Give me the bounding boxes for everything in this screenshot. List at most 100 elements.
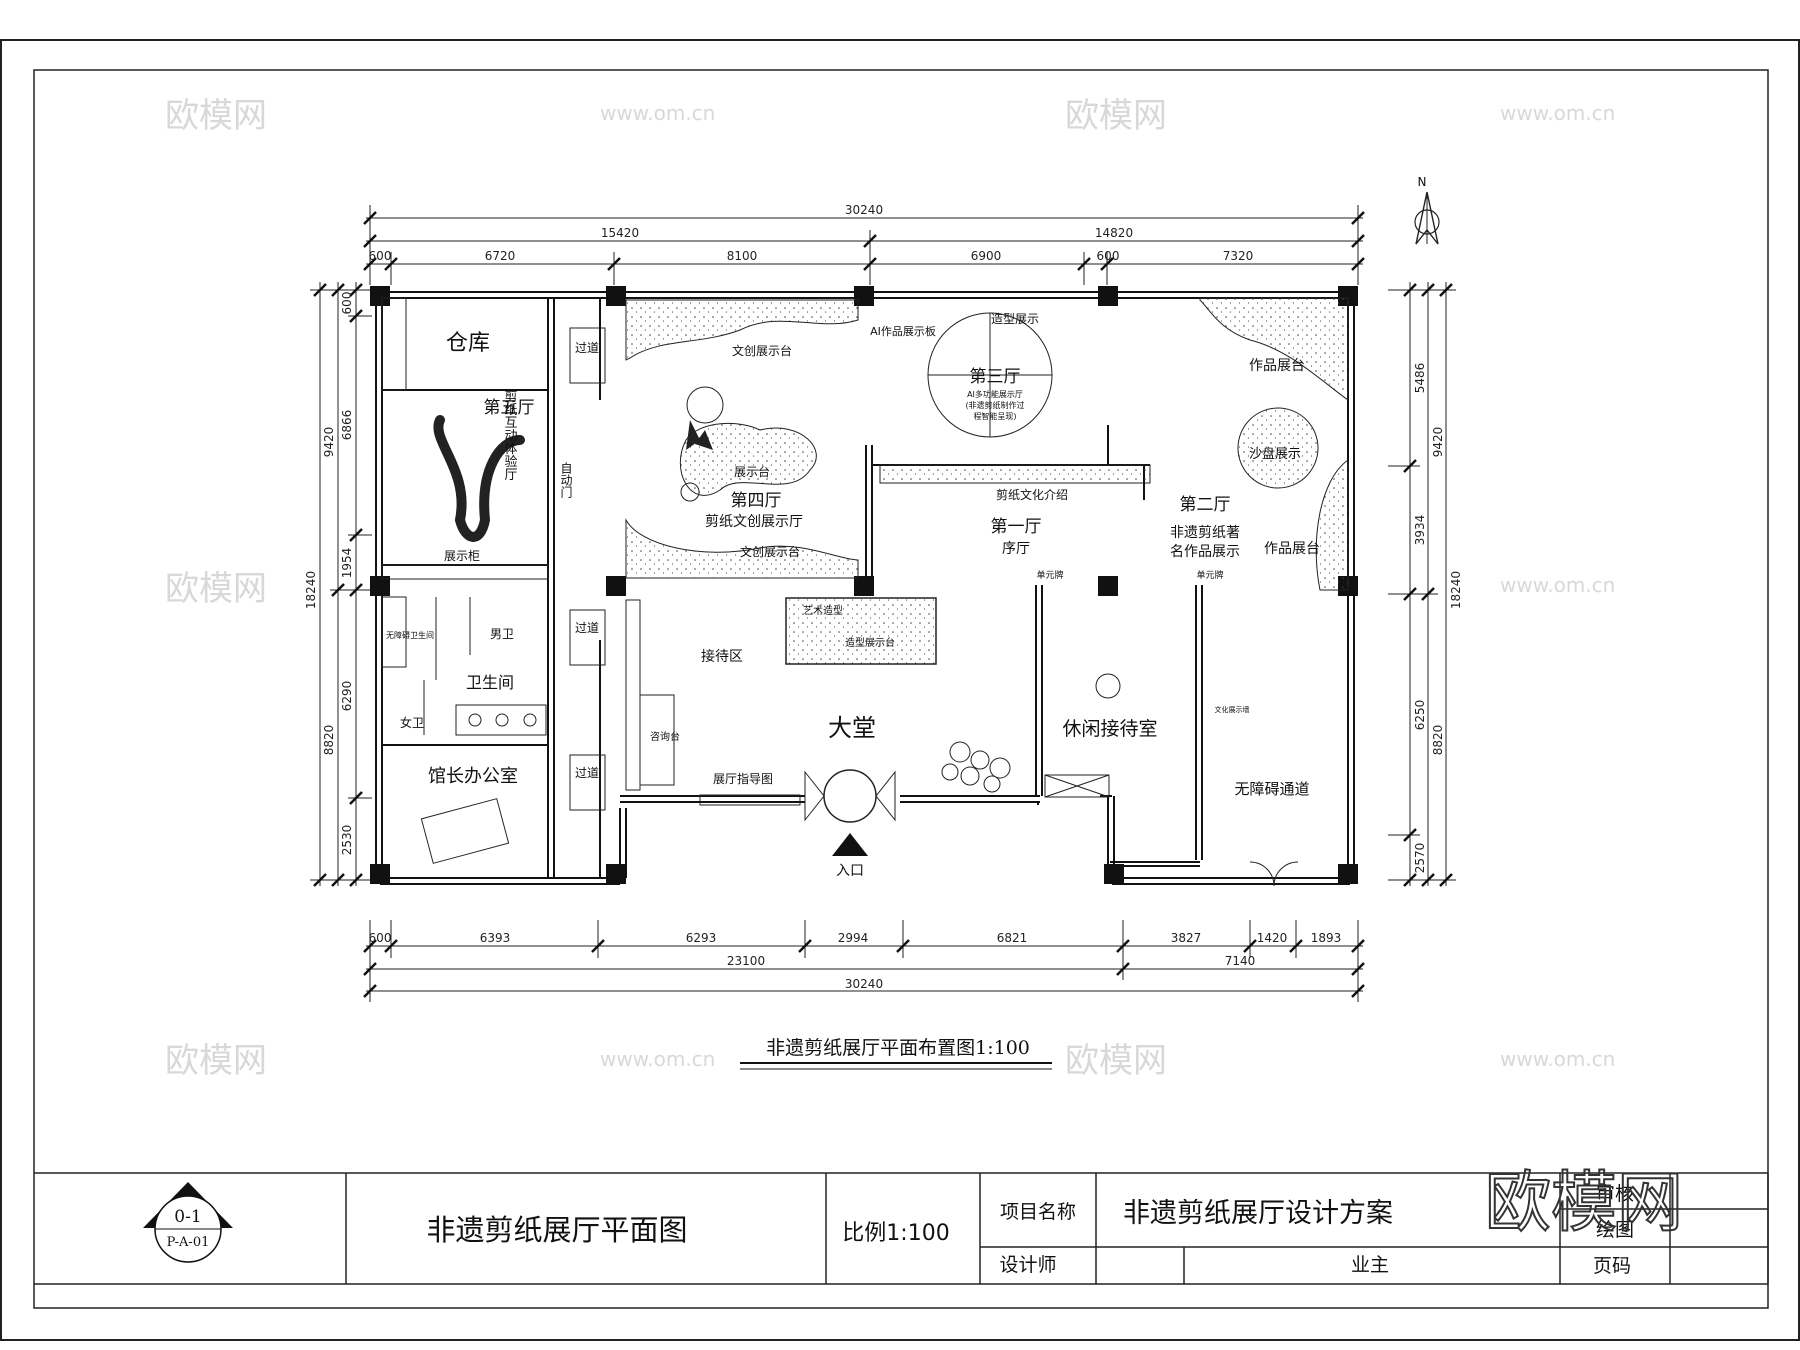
label-passage-3: 过道 <box>575 766 599 780</box>
label-sand-table: 沙盘展示 <box>1249 446 1301 462</box>
watermark-text: 欧模网 <box>1065 96 1167 136</box>
dim-left-detail: 2530 <box>340 825 354 856</box>
sand-table-circle <box>1237 407 1319 489</box>
label-unit-sign-1: 单元牌 <box>1036 569 1063 581</box>
label-works-stand-bottom: 作品展台 <box>1264 541 1320 557</box>
works-stand-bottom-shape <box>1315 459 1349 591</box>
symbol-bottom-text: P-A-01 <box>167 1235 210 1250</box>
label-accessible-wc: 无障碍卫生间 <box>386 630 434 640</box>
label-ai-board: AI作品展示板 <box>870 324 936 338</box>
label-display-stand: 展示台 <box>734 464 770 479</box>
art-stand-shape <box>785 597 937 665</box>
room-labels: 仓库 第五厅 展示柜 过道 过道 过道 第四厅 剪纸文创展示厅 文创展示台 文创… <box>386 312 1320 879</box>
display-cabinet-shape <box>381 564 549 580</box>
watermark-layer: 欧模网 www.om.cn 欧模网 www.om.cn 欧模网 www.om.c… <box>165 96 1615 1081</box>
label-works-stand-top: 作品展台 <box>1249 358 1305 374</box>
dim-bottom-detail: 6821 <box>997 931 1028 945</box>
consult-desk-shape <box>625 599 641 791</box>
title-block-grid <box>34 1172 1769 1285</box>
dimension-lines <box>310 205 1456 1002</box>
label-hall3: 第三厅 <box>970 367 1021 387</box>
title-drafter-label: 绘图 <box>1596 1219 1634 1241</box>
label-lobby: 大堂 <box>828 714 876 742</box>
title-scale: 比例1:100 <box>842 1221 949 1246</box>
label-guide-map: 展厅指导图 <box>713 771 773 786</box>
label-restroom: 卫生间 <box>466 673 514 692</box>
label-art-stand-1: 艺术造型 <box>803 604 843 617</box>
watermark-text: 欧模网 <box>1065 1041 1167 1081</box>
passage-box-3 <box>569 754 606 811</box>
dim-top-mid: 15420 <box>601 226 639 240</box>
dim-left-outer: 9420 <box>322 427 336 458</box>
label-passage-1: 过道 <box>575 341 599 355</box>
dim-left-total: 18240 <box>304 571 318 609</box>
dim-right-mid: 8820 <box>1431 725 1445 756</box>
symbol-top-text: 0-1 <box>174 1207 201 1227</box>
label-male-wc: 男卫 <box>490 627 514 641</box>
guide-map-board <box>699 794 801 806</box>
label-hall5-desc: 剪纸互动体验厅 <box>502 389 518 481</box>
papercut-intro-strip <box>879 464 1151 484</box>
dim-bottom-detail: 6393 <box>480 931 511 945</box>
watermark-url: www.om.cn <box>1500 1047 1615 1071</box>
label-creative-stand-top: 文创展示台 <box>732 343 792 358</box>
entrance-marker <box>832 833 868 856</box>
display-island-shape <box>679 422 817 496</box>
dim-left-detail: 6866 <box>340 410 354 441</box>
label-art-stand-2: 造型展示台 <box>845 636 895 649</box>
label-accessible-path: 无障碍通道 <box>1234 780 1309 798</box>
dim-right-mid: 9420 <box>1431 427 1445 458</box>
label-hall4: 第四厅 <box>731 491 782 511</box>
label-display-cabinet: 展示柜 <box>444 549 480 563</box>
label-hall3-desc-1: AI多功能展示厅 <box>967 389 1023 399</box>
drawing-symbol: 0-1 P-A-01 <box>143 1182 233 1263</box>
label-hall5: 第五厅 <box>484 398 535 418</box>
dim-right-detail: 6250 <box>1413 700 1427 731</box>
lounge-table <box>1095 673 1121 699</box>
dim-left-outer: 8820 <box>322 725 336 756</box>
dim-top-detail: 8100 <box>727 249 758 263</box>
label-reception-area: 接待区 <box>701 648 743 665</box>
watermark-url: www.om.cn <box>1500 573 1615 597</box>
dim-bottom-total: 30240 <box>845 977 883 991</box>
watermark-url: www.om.cn <box>1500 101 1615 125</box>
interactive-table-shape <box>433 415 525 542</box>
dimension-texts: 30240 15420 14820 600 6720 8100 6900 600… <box>304 203 1463 991</box>
label-hall2: 第二厅 <box>1180 495 1231 515</box>
outer-sheet-border <box>0 39 1800 1341</box>
label-hall3-desc-2: (非遗剪纸制作过 <box>965 400 1024 410</box>
vertical-labels: 剪纸互动体验厅 自动门 <box>502 389 574 498</box>
dim-bottom-detail: 2994 <box>838 931 869 945</box>
dim-bottom-detail: 1893 <box>1311 931 1342 945</box>
watermark-logo: 欧模网 <box>1485 1164 1683 1241</box>
creative-stand-bottom-shape <box>625 518 859 579</box>
watermark-text: 欧模网 <box>165 96 267 136</box>
dim-bottom-detail: 3827 <box>1171 931 1202 945</box>
creative-stand-top-shape <box>625 299 859 361</box>
label-hall2-desc-2: 名作品展示 <box>1170 544 1240 560</box>
label-hall3-desc-3: 程智能呈现) <box>973 411 1016 421</box>
consult-counter <box>639 694 675 786</box>
dim-top-detail: 600 <box>1097 249 1120 263</box>
works-stand-top-shape <box>1199 297 1349 401</box>
dim-top-detail: 6900 <box>971 249 1002 263</box>
watermark-url: www.om.cn <box>600 1047 715 1071</box>
label-warehouse: 仓库 <box>446 331 490 356</box>
label-entrance: 入口 <box>836 863 864 879</box>
north-arrow: N <box>1414 175 1440 245</box>
tree-trunk-symbol <box>686 420 713 450</box>
dim-bottom-detail: 6293 <box>686 931 717 945</box>
passage-box-1 <box>569 327 606 384</box>
label-female-wc: 女卫 <box>400 715 424 730</box>
dim-top-detail: 600 <box>369 249 392 263</box>
dim-left-detail: 600 <box>340 292 354 315</box>
sink-counter <box>455 704 547 736</box>
drawing-frame <box>33 69 1769 1309</box>
revolving-door <box>823 769 877 823</box>
drawing-title: 非遗剪纸展厅平面布置图1:100 <box>766 1037 1030 1059</box>
dim-top-detail: 6720 <box>485 249 516 263</box>
dim-right-detail: 5486 <box>1413 363 1427 394</box>
north-label: N <box>1418 175 1427 189</box>
dim-right-detail: 2570 <box>1413 843 1427 874</box>
